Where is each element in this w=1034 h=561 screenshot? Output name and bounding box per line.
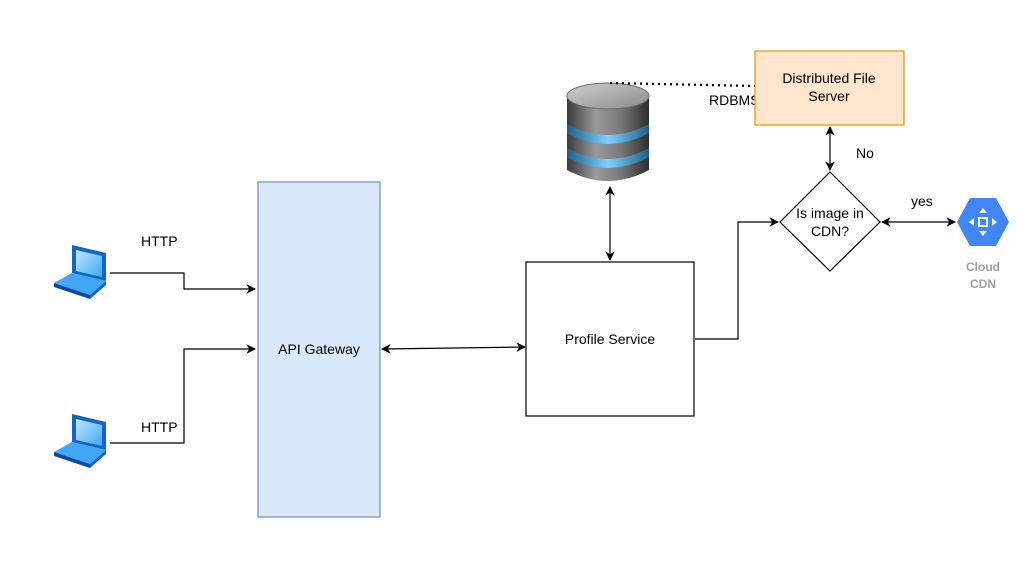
decision-label-line1: Is image in (796, 205, 864, 221)
profile-service-label: Profile Service (565, 331, 655, 347)
laptop-icon (54, 414, 106, 468)
cloud-cdn-label-line2: CDN (970, 277, 996, 291)
edge-label-yes: yes (911, 193, 933, 209)
cloud-cdn-icon (957, 198, 1009, 246)
decision-diamond (779, 171, 881, 272)
profile-service-box (525, 261, 695, 417)
database-icon (566, 82, 650, 181)
edge-profile-decision (695, 217, 779, 340)
rdbms-label: RDBMS (709, 92, 760, 108)
file-server-label-line1: Distributed File (782, 70, 876, 86)
edge-label-http-bottom: HTTP (141, 419, 178, 435)
cloud-cdn-label-line1: Cloud (966, 260, 1000, 274)
laptop-icon (54, 245, 106, 299)
file-server-box (754, 50, 905, 126)
decision-label-line2: CDN? (811, 223, 849, 239)
edge-http-bottom (110, 344, 256, 444)
edge-label-no: No (856, 145, 874, 161)
api-gateway-box (257, 181, 381, 518)
api-gateway-label: API Gateway (278, 341, 360, 357)
file-server-label-line2: Server (808, 88, 850, 104)
edge-dotted-db-fileserver (609, 81, 756, 88)
edge-gateway-profile (381, 342, 526, 354)
edge-label-http-top: HTTP (141, 233, 178, 249)
edge-http-top (110, 272, 256, 294)
